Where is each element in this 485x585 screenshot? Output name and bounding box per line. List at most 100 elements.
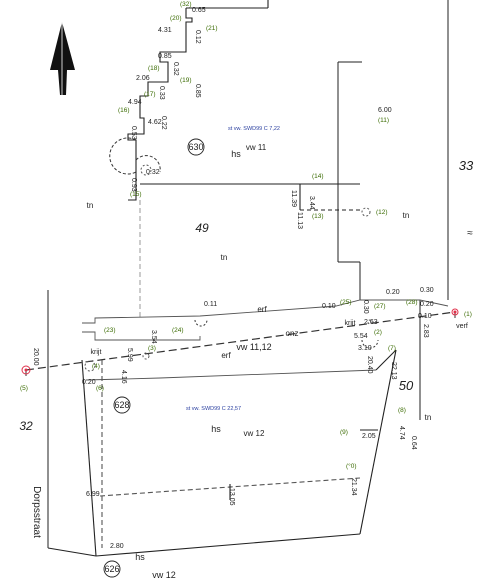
measure-m-020b: 0.20	[420, 301, 434, 308]
point-p11: (11)	[378, 117, 389, 124]
measure-m-2040: 20.40	[366, 356, 373, 374]
parcel-50-label: 50	[399, 378, 414, 393]
point-p9: (9)	[340, 429, 348, 436]
north-arrow	[50, 22, 75, 95]
point-p27: (27)	[374, 303, 386, 310]
point-p6: (6)	[96, 385, 104, 392]
measure-m-416: 4.16	[120, 370, 127, 384]
onz-label: onz	[286, 329, 299, 338]
measure-m-283: 2.83	[422, 324, 429, 338]
street-line	[47, 290, 97, 557]
building-outline-630	[127, 0, 360, 211]
erf-top-label: erf	[257, 305, 267, 314]
house-630-circle	[187, 138, 205, 156]
vw-11-12-label: vw 11,12	[236, 342, 271, 352]
house-numbers: 630 628 626	[103, 138, 205, 578]
measure-m-030: 0.30	[420, 287, 434, 294]
erf-bottom-label: erf	[221, 351, 231, 360]
measure-m-020: 0.20	[386, 289, 400, 296]
measure-m-011: 0.11	[204, 301, 217, 308]
point-p21: (21)	[206, 25, 218, 32]
parcel-32-label: 32	[19, 419, 33, 433]
measure-m-354: 3.54	[150, 330, 157, 344]
survey-marker	[361, 207, 371, 217]
point-p16: (16)	[118, 107, 130, 114]
survey-marker	[451, 308, 459, 316]
st-vw-12-label: st vw. SWD99 C 22,57	[186, 406, 241, 412]
survey-marker	[142, 352, 150, 360]
measure-m-1113: 11.13	[296, 212, 303, 229]
measure-m-205: 2.05	[362, 433, 376, 440]
survey-marker	[84, 360, 96, 372]
markers	[21, 164, 459, 375]
point-p1: (1)	[464, 311, 472, 318]
house-630-label: 630	[188, 142, 203, 152]
point-p5: (5)	[20, 385, 28, 392]
measure-m-085: 0.85	[158, 53, 172, 60]
yard-lines	[82, 299, 449, 381]
point-p15: (15)	[130, 191, 142, 198]
point-p18: (18)	[148, 65, 160, 72]
point-p3: (3)	[148, 345, 156, 352]
st-vw-11-label: st vw. SWD99 C 7,22	[228, 126, 280, 132]
measure-m-554: 5.54	[354, 333, 368, 340]
point-p8: (8)	[398, 407, 406, 414]
measure-m-344: 3.44	[308, 196, 315, 210]
house-626-label: 626	[104, 564, 119, 574]
house-628-circle	[113, 396, 131, 414]
squiggle-label: ≈	[467, 228, 473, 239]
survey-marker	[367, 319, 373, 325]
point-p13: (13)	[312, 213, 324, 220]
point-p19: (19)	[180, 77, 192, 84]
measure-m-600: 6.00	[378, 107, 392, 114]
measure-m-280: 2.80	[110, 543, 124, 550]
measure-m-699: 6.99	[86, 491, 100, 498]
point-p7: (7)	[388, 345, 396, 352]
measure-m-020c: 0.20	[82, 379, 96, 386]
measure-m-022: 0.22	[160, 116, 167, 130]
point-p25: (25)	[340, 299, 352, 306]
measure-m-494: 4.94	[128, 99, 142, 106]
measure-m-010b: 0.10	[418, 313, 432, 320]
house-628-label: 628	[114, 400, 129, 410]
measure-m-053: 0.53	[130, 126, 137, 140]
krijt-right-label: krijt	[345, 320, 356, 327]
point-p12: (12)	[376, 209, 388, 216]
measure-m-310: 3.10	[358, 345, 372, 352]
measure-m-1305: 13.05	[228, 488, 235, 506]
measure-m-010: 0.10	[322, 303, 336, 310]
survey-marker	[140, 164, 152, 176]
measure-m-093: 0.93	[130, 178, 137, 192]
measure-m-2213: 22.13	[390, 362, 397, 380]
krijt-left-label: krijt	[91, 349, 102, 356]
measure-m-206: 2.06	[136, 75, 150, 82]
measure-m-462: 4.62	[148, 119, 162, 126]
measure-m-2134: 21.34	[350, 478, 357, 496]
point-ids: (32)(20)(21)(18)(19)(17)(16)(11)(14)(15)…	[20, 1, 472, 470]
hs-626-label: hs	[135, 552, 145, 562]
point-p17: (17)	[144, 91, 156, 98]
measure-m-474: 4.74	[398, 426, 405, 440]
verf-label: verf	[456, 323, 468, 330]
tn-center-label: tn	[221, 253, 228, 262]
vw-12-bottom-label: vw 12	[152, 570, 176, 580]
point-p20: (20)	[170, 15, 182, 22]
point-p10: (°0)	[346, 462, 357, 470]
measure-m-065: 0.65	[192, 7, 206, 14]
point-p28: (28)	[406, 299, 418, 306]
point-p24: (24)	[172, 327, 184, 334]
parcel-33-label: 33	[459, 158, 474, 173]
measure-m-032b: 0.32	[146, 169, 160, 176]
station-labels: st vw. SWD99 C 7,22 st vw. SWD99 C 22,57	[186, 126, 280, 412]
point-p32: (32)	[180, 1, 192, 8]
vw-12-label: vw 12	[244, 429, 265, 438]
point-p2: (2)	[374, 329, 382, 336]
measure-m-1139: 11.39	[290, 190, 297, 207]
measure-m-064: 0.64	[410, 436, 417, 450]
measure-m-263: 2.63	[364, 319, 378, 326]
measure-m-032: 0.32	[172, 62, 179, 76]
